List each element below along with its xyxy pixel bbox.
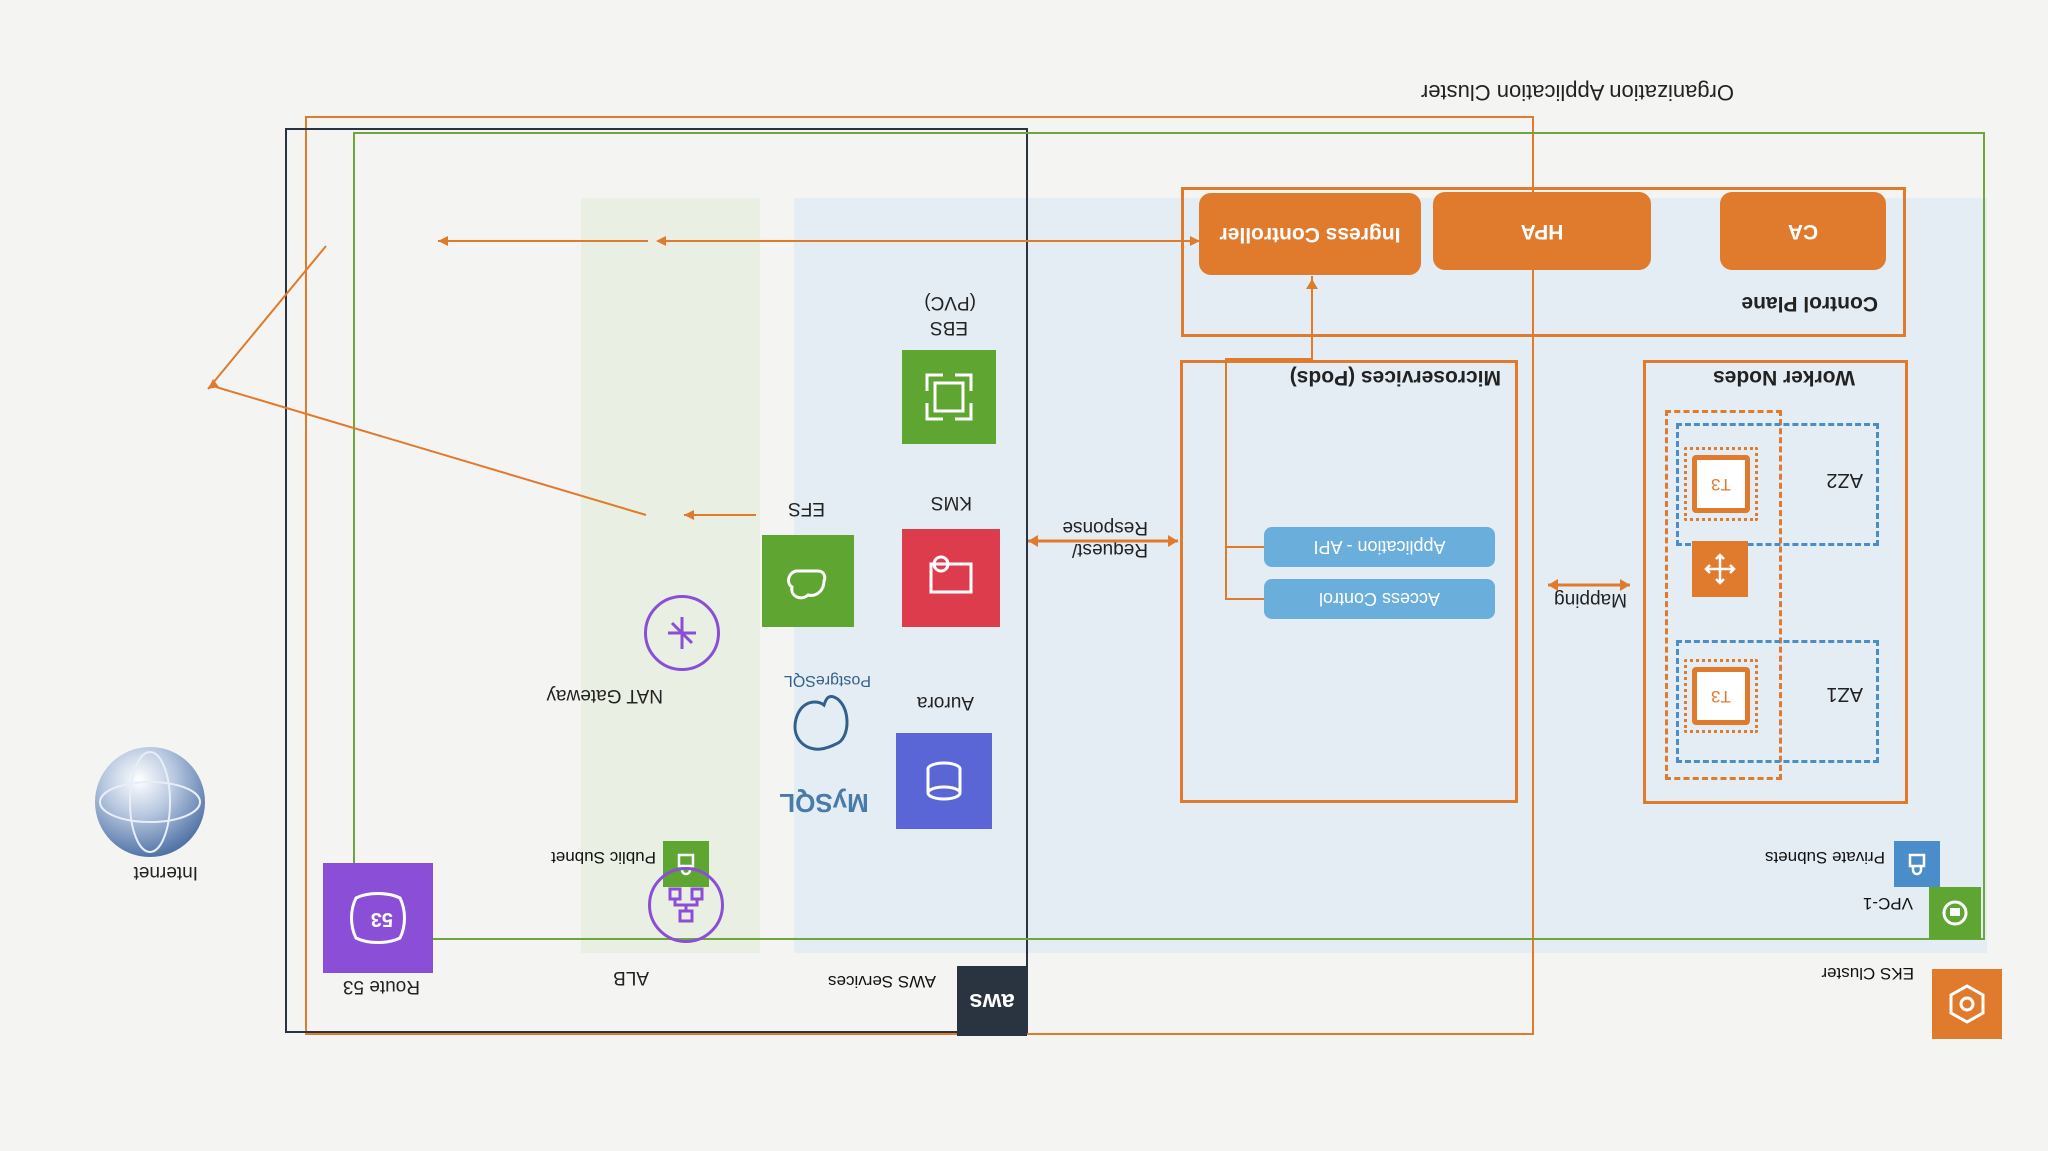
alb-icon	[648, 867, 724, 943]
arrowhead-response	[1168, 535, 1178, 547]
arrowhead-internet	[208, 379, 219, 389]
arrowhead-alb	[656, 236, 666, 246]
eks-icon	[1932, 969, 2002, 1039]
vpc-icon	[1929, 887, 1981, 939]
arrowhead-mapping-right	[1548, 579, 1558, 591]
postgresql-logo-icon	[766, 669, 876, 769]
aurora-icon	[896, 733, 992, 829]
ebs-icon	[902, 350, 996, 444]
public-subnet-icon	[663, 841, 709, 887]
arrowhead-route53	[438, 236, 448, 246]
arrowhead-ingress	[1190, 236, 1200, 246]
route53-internet-line	[207, 245, 327, 390]
arrowhead-pods	[1306, 279, 1318, 289]
kms-icon	[902, 529, 1000, 627]
private-subnet-icon	[1894, 841, 1940, 887]
autoscaling-icon	[1692, 541, 1748, 597]
route53-icon	[323, 863, 433, 973]
nat-internet-line	[215, 386, 647, 516]
internet-globe-icon	[95, 747, 205, 857]
arrowhead-request	[1028, 535, 1038, 547]
arrowhead-nat	[684, 510, 694, 520]
nat-gateway-icon	[644, 595, 720, 671]
efs-icon	[762, 535, 854, 627]
arrowhead-mapping-left	[1620, 579, 1630, 591]
pods-bracket-line	[1225, 276, 1313, 600]
